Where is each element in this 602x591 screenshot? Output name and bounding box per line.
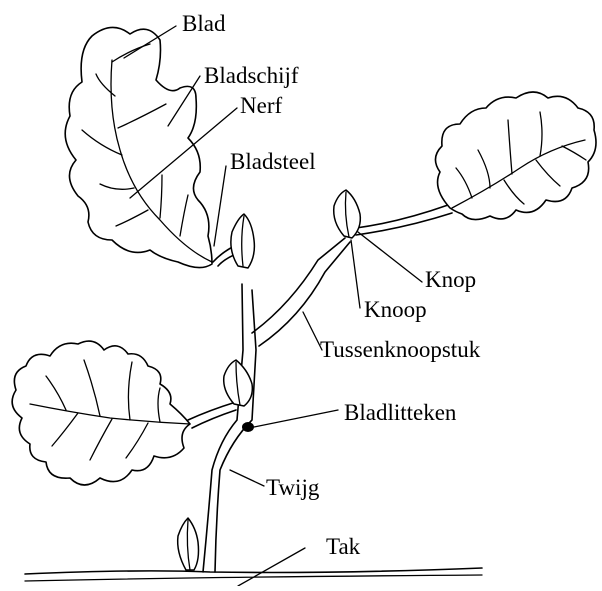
petiole-lower-left-upper [188, 402, 236, 420]
petiole-right-upper [356, 205, 448, 228]
internode-upper-edge [252, 238, 345, 333]
branch-tak-lower-edge [25, 575, 482, 581]
bud-upper-right [334, 190, 361, 238]
leaf-scar [242, 422, 254, 432]
leader-tak [238, 548, 305, 586]
leader-knoop [351, 240, 360, 308]
internode-lower-edge [259, 242, 350, 346]
label-blad: Blad [182, 11, 226, 36]
bud-middle [224, 360, 253, 406]
twig-left-edge [203, 284, 243, 572]
label-nerf: Nerf [240, 93, 282, 118]
leaf-lower-left [12, 341, 190, 485]
petiole-lower-left-lower [192, 410, 236, 428]
label-bladlitteken: Bladlitteken [344, 400, 457, 425]
leader-knop [358, 232, 422, 282]
leader-bladlitteken [254, 410, 338, 427]
branch-tak [25, 568, 482, 574]
label-tussenknoopstuk: Tussenknoopstuk [320, 337, 481, 362]
leader-bladsteel [214, 166, 226, 246]
leader-twijg [230, 470, 264, 486]
label-knop: Knop [425, 267, 476, 292]
petiole-right-lower [356, 213, 452, 235]
leaf-upper-right [435, 92, 596, 220]
label-twijg: Twijg [266, 475, 320, 500]
label-knoop: Knoop [364, 297, 427, 322]
label-bladsteel: Bladsteel [230, 149, 316, 174]
label-bladschijf: Bladschijf [204, 63, 299, 88]
label-tak: Tak [326, 534, 361, 559]
